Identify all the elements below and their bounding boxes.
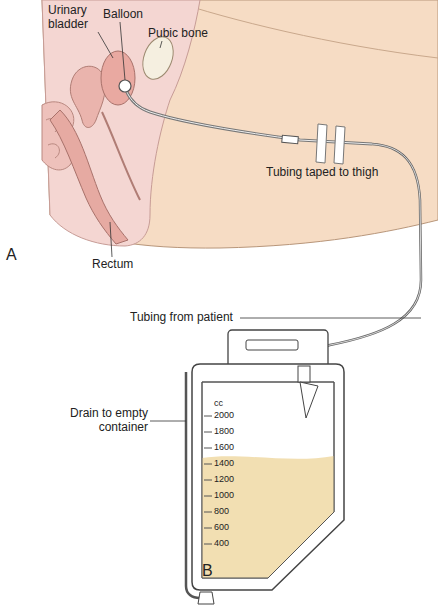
- part-label: Pubic bone: [148, 27, 228, 41]
- scale-number: 1400: [214, 458, 248, 468]
- balloon: [119, 80, 131, 92]
- urine: [202, 456, 334, 578]
- tape: [316, 124, 327, 163]
- bag-hanger: [228, 330, 328, 368]
- pubic-bone: [137, 33, 178, 84]
- scale-number: 1600: [214, 442, 248, 452]
- scale-number: 1200: [214, 474, 248, 484]
- scale-number: 1000: [214, 490, 248, 500]
- tape: [334, 126, 345, 164]
- bag-reservoir: [202, 382, 334, 578]
- bag-frame: [192, 364, 344, 590]
- part-label: Rectum: [92, 258, 152, 272]
- part-label: Urinary bladder: [48, 4, 104, 32]
- panel-letter: B: [202, 562, 222, 580]
- part-label: Tubing from patient: [130, 311, 250, 325]
- leader-lines: [98, 22, 421, 421]
- anti-reflux-valve: [300, 382, 318, 418]
- connector: [282, 135, 299, 143]
- panel-letter: A: [6, 246, 26, 264]
- vaginal-canal: [102, 112, 140, 200]
- drain-tube: [186, 372, 200, 598]
- part-label: Balloon: [103, 8, 163, 22]
- scale-number: 800: [214, 506, 248, 516]
- drain-clamp: [198, 592, 214, 604]
- bag-outline: [202, 382, 334, 578]
- scale-ticks: [204, 416, 212, 544]
- hanger-slot: [246, 340, 298, 350]
- unit-label: cc: [214, 398, 244, 408]
- rectum: [50, 110, 128, 244]
- body-skin: [42, 0, 438, 248]
- part-label: Drain to empty container: [50, 407, 148, 435]
- part-label: Tubing taped to thigh: [266, 166, 406, 180]
- scale-number: 1800: [214, 426, 248, 436]
- scale-number: 2000: [214, 410, 248, 420]
- inlet-port: [298, 366, 310, 382]
- scale-number: 600: [214, 522, 248, 532]
- uterus: [70, 66, 105, 127]
- scale-number: 400: [214, 538, 248, 548]
- skin-contour: [170, 0, 438, 58]
